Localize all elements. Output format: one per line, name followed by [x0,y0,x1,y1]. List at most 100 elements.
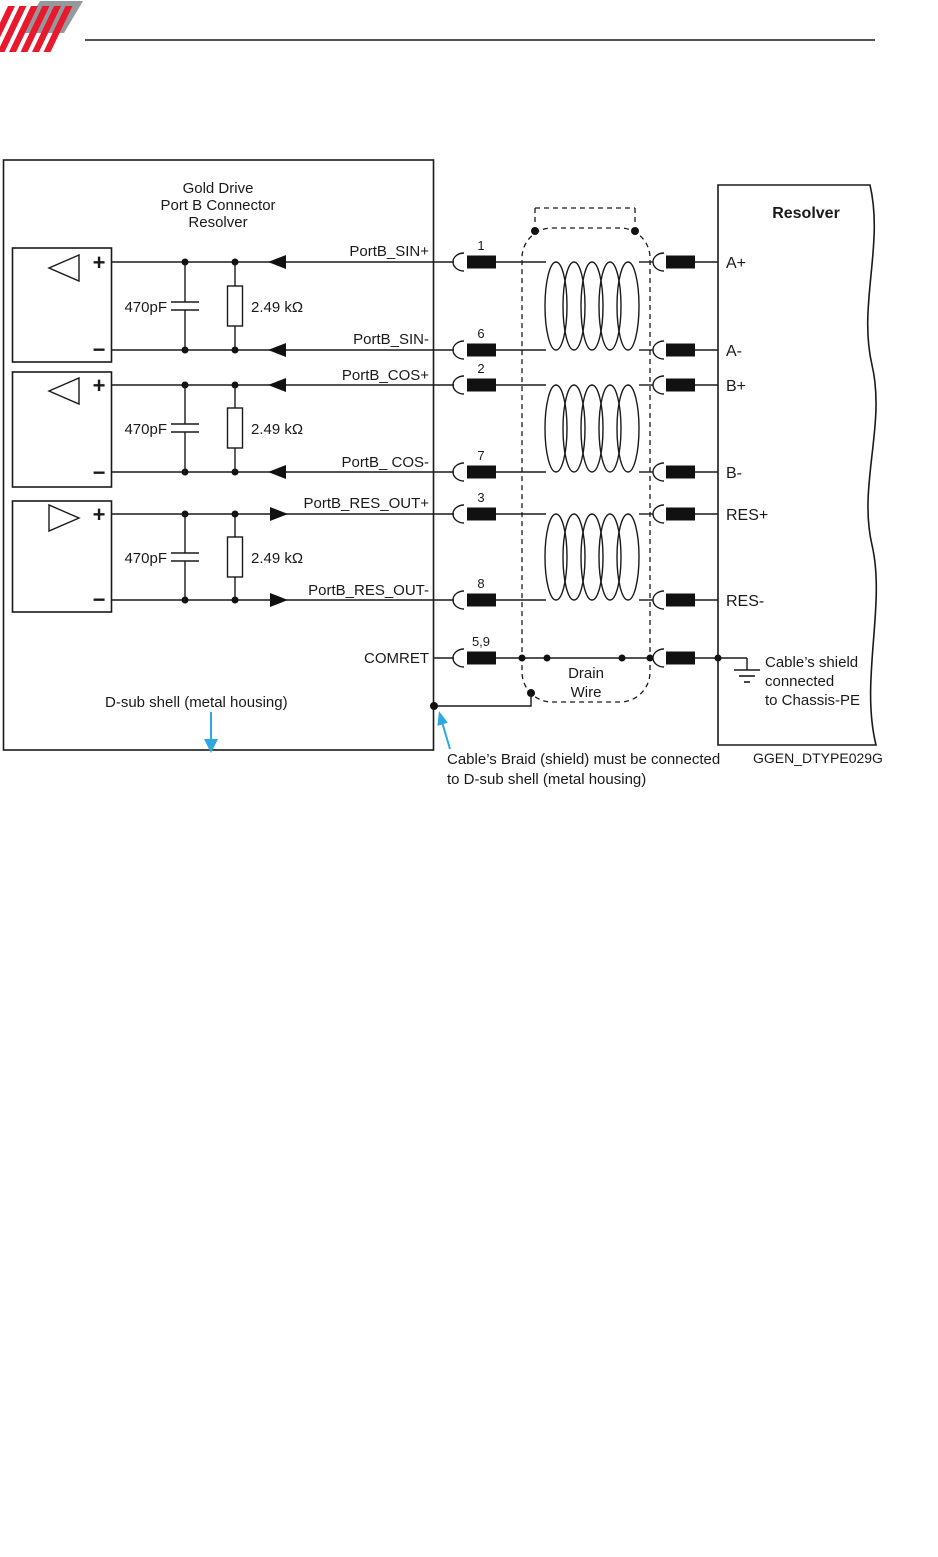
logo-stripe [9,6,38,52]
figure-id: GGEN_DTYPE029G [753,750,883,766]
signal-label-res-plus: PortB_RES_OUT+ [304,495,430,512]
connector-pin [666,651,695,665]
cable-shield [521,207,651,703]
resolver-connector-pins [652,252,747,668]
pin-number: 7 [477,448,484,463]
resolver-box: Resolver A+ A- B+ B- RES+ RES- Cable’s s… [717,184,878,746]
pin-number: 8 [477,576,484,591]
capacitor [171,514,199,600]
amp-triangle-icon [47,253,80,283]
connector-pin [467,593,496,607]
resolver-pin-label: RES- [726,593,764,610]
connector-arc [452,504,465,524]
resistor-value: 2.49 kΩ [251,299,303,316]
arrow-left-icon [268,255,286,269]
logo-stripe [20,6,50,52]
amp-triangle-icon [48,503,81,533]
connector-pin [666,593,695,607]
drive-title-line2: Port B Connector [160,197,275,214]
logo-stripe [0,6,27,52]
pin-number: 3 [477,490,484,505]
capacitor [171,385,199,472]
connector-pin [666,255,695,269]
channel-sin: + − 470pF 2.49 kΩ PortB_SIN+ PortB_SIN- [11,243,454,363]
drive-connector-pins: 1 6 2 7 3 8 5,9 [452,238,496,668]
capacitor-value: 470pF [124,421,167,438]
logo-stripe [32,6,61,52]
shield-note-line3: to Chassis-PE [765,692,860,709]
connector-arc [652,648,665,668]
twisted-pair-sin [496,261,653,351]
amp-plus-sign: + [93,502,106,527]
braid-arrow-icon [437,711,451,750]
amp-minus-sign: − [93,337,106,362]
elmo-logo-icon [0,1,83,52]
signal-label-cos-plus: PortB_COS+ [342,367,429,384]
resolver-box-outline [717,184,878,746]
pin-number: 6 [477,326,484,341]
dsub-arrow-icon [204,712,218,753]
amp-block [11,500,113,613]
resistor [226,385,244,472]
signal-label-res-minus: PortB_RES_OUT- [308,582,429,599]
amp-minus-sign: − [93,587,106,612]
connector-arc [652,504,665,524]
junction-dot [646,654,654,662]
header [0,1,875,52]
connector-pin [467,465,496,479]
twisted-pair-cos [496,384,653,473]
resolver-pin-label: B- [726,465,742,482]
pin-number: 1 [477,238,484,253]
connector-arc [652,590,665,610]
connector-pin [467,651,496,665]
braid-note-line1: Cable’s Braid (shield) must be connected [447,751,720,768]
connector-arc [452,462,465,482]
connector-arc [652,340,665,360]
connector-arc [652,462,665,482]
connector-arc [452,375,465,395]
resistor [226,514,244,600]
connector-pin [666,378,695,392]
drive-title-line3: Resolver [188,214,247,231]
connector-pin [666,343,695,357]
amp-block [11,247,113,363]
shield-note-line1: Cable’s shield [765,654,858,671]
shield-note-line2: connected [765,673,834,690]
resolver-pin-label: B+ [726,378,746,395]
arrow-right-icon [270,507,288,521]
connector-arc [452,590,465,610]
comret-line: COMRET Drain Wire [364,650,654,701]
resolver-pin-label: A+ [726,255,746,272]
signal-label-cos-minus: PortB_ COS- [341,454,429,471]
arrow-left-icon [268,465,286,479]
annotations: D-sub shell (metal housing) Cable’s Brai… [105,694,883,788]
connector-arc [452,648,465,668]
connector-arc [652,252,665,272]
connector-pin [666,465,695,479]
connector-pin [467,255,496,269]
resistor-value: 2.49 kΩ [251,550,303,567]
drain-wire-label-line1: Drain [568,665,604,682]
amp-block [11,371,113,488]
drive-box: Gold Drive Port B Connector Resolver [2,159,435,751]
connector-arc [652,375,665,395]
dsub-shell-label: D-sub shell (metal housing) [105,694,288,711]
capacitor-value: 470pF [124,299,167,316]
connector-pin [467,343,496,357]
junction-dot [618,654,626,662]
connector-pin [467,378,496,392]
channel-res-out: + − 470pF 2.49 kΩ PortB_RES_OUT+ PortB_R… [11,495,454,613]
connector-arc [452,340,465,360]
arrow-right-icon [270,593,288,607]
resolver-title: Resolver [772,205,840,222]
braid-connection [430,689,535,710]
logo-stripe [43,6,73,52]
channel-cos: + − 470pF 2.49 kΩ PortB_COS+ PortB_ COS- [11,367,454,488]
signal-label-comret: COMRET [364,650,429,667]
arrow-left-icon [268,343,286,357]
shield-junction-dot [631,227,639,235]
arrow-left-icon [268,378,286,392]
chassis-ground-icon [734,658,760,683]
resistor-value: 2.49 kΩ [251,421,303,438]
